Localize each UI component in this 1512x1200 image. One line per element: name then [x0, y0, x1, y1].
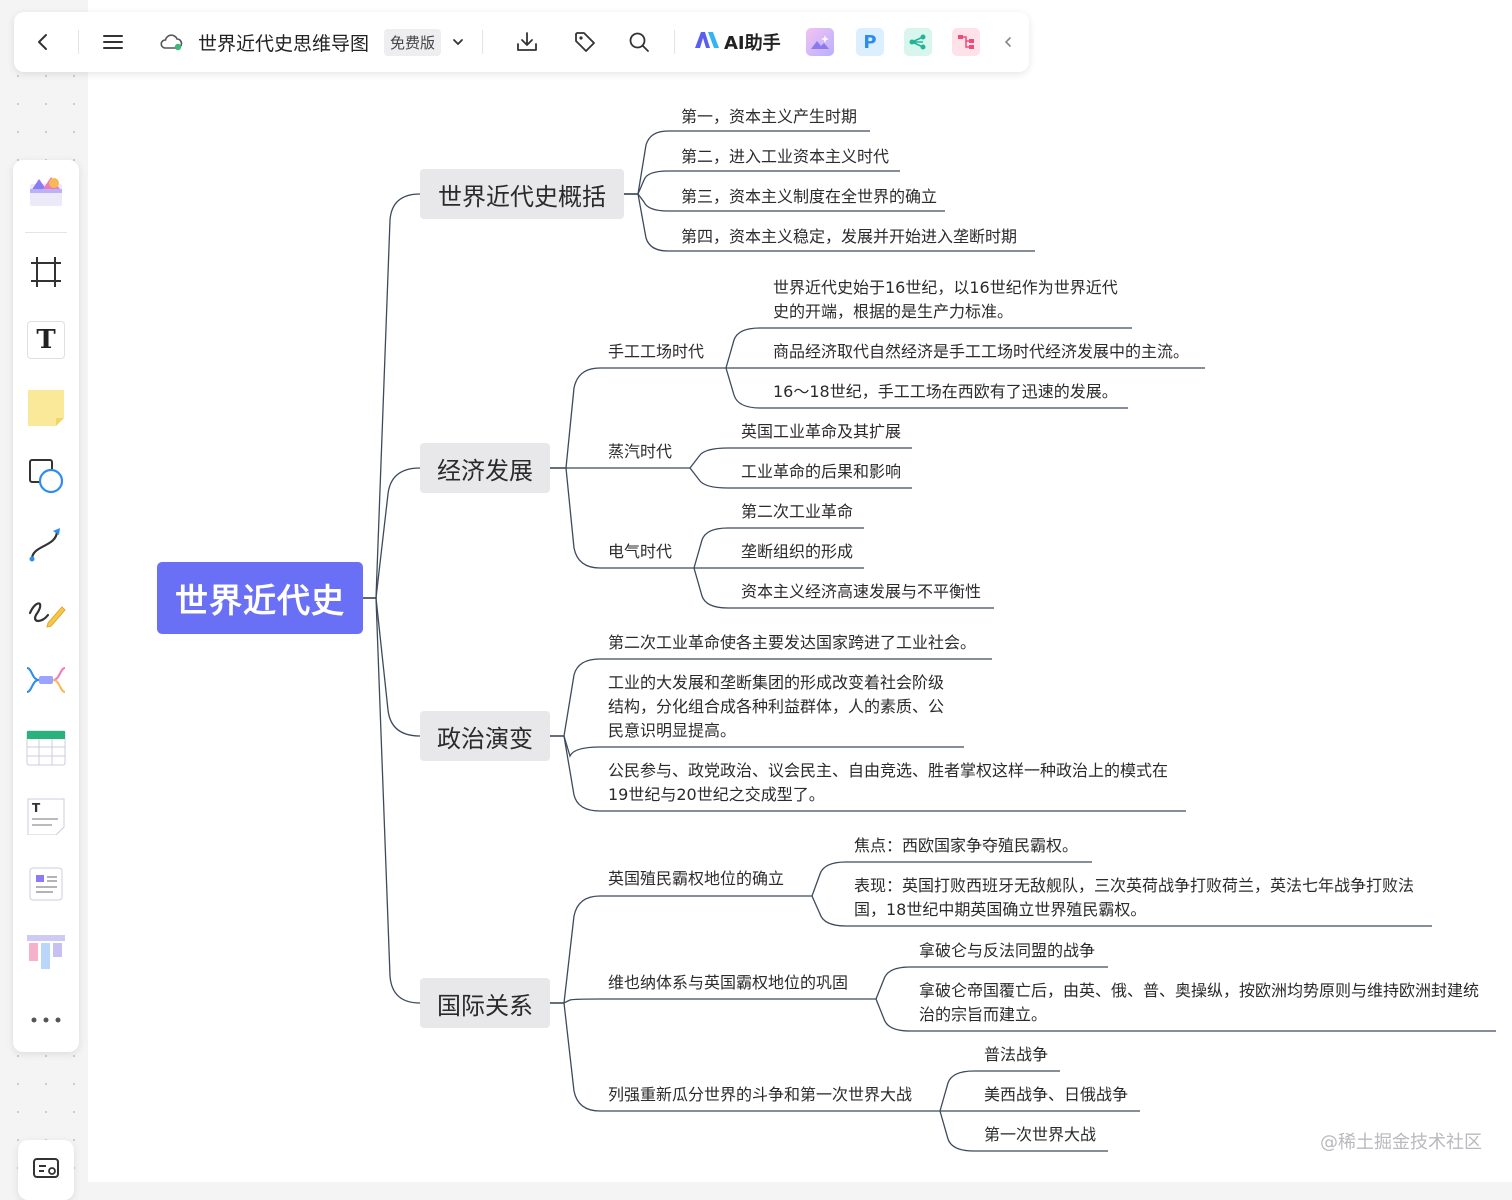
leaf-node[interactable]: 第二次工业革命: [741, 502, 854, 521]
cloud-sync-icon: [156, 12, 186, 72]
toolbar-divider: [78, 30, 79, 54]
leaf-node[interactable]: 第三，资本主义制度在全世界的确立: [681, 187, 938, 206]
branch-node-overview[interactable]: 世界近代史概括: [420, 169, 624, 219]
leaf-node[interactable]: 资本主义经济高速发展与不平衡性: [741, 582, 982, 601]
doc-card-icon[interactable]: [26, 864, 66, 904]
branch-node-economy[interactable]: 经济发展: [420, 443, 550, 493]
leaf-node[interactable]: 16～18世纪，手工工场在西欧有了迅速的发展。: [773, 382, 1118, 401]
leaf-node[interactable]: 普法战争: [984, 1045, 1049, 1064]
left-toolbar-divider: [25, 232, 67, 233]
leaf-node[interactable]: 第一次世界大战: [984, 1125, 1097, 1144]
share-tree-icon[interactable]: [904, 12, 932, 72]
ai-logo-icon: [694, 30, 720, 54]
leaf-node[interactable]: 英国工业革命及其扩展: [741, 422, 902, 441]
leaf-node[interactable]: 焦点：西欧国家争夺殖民霸权。: [854, 836, 1079, 855]
sub-node[interactable]: 电气时代: [608, 542, 673, 561]
leaf-node[interactable]: 拿破仑帝国覆亡后，由英、俄、普、奥操纵，按欧洲均势原则与维持欧洲封建统治的宗旨而…: [919, 981, 1480, 1024]
text-icon[interactable]: T: [26, 320, 66, 360]
sub-node[interactable]: 手工工场时代: [608, 342, 705, 361]
connector-icon[interactable]: [26, 524, 66, 564]
connector-root-branch-4: [363, 597, 421, 1004]
toolbar-divider: [482, 30, 483, 54]
text-card-icon[interactable]: T: [26, 796, 66, 836]
sticky-note-icon[interactable]: [26, 388, 66, 428]
minimap-icon: [32, 1156, 60, 1200]
search-icon[interactable]: [624, 12, 654, 72]
mindmap-root-node[interactable]: 世界近代史: [157, 562, 363, 634]
kanban-icon[interactable]: [26, 932, 66, 972]
branch-node-international[interactable]: 国际关系: [420, 978, 550, 1028]
top-toolbar: 世界近代史思维导图 免费版 AI助手 P: [14, 12, 1029, 72]
minimap-toggle[interactable]: [18, 1140, 74, 1200]
connector-root-branch-1: [363, 193, 421, 599]
branch-node-politics[interactable]: 政治演变: [420, 711, 550, 761]
download-icon[interactable]: [512, 12, 542, 72]
tag-icon[interactable]: [570, 12, 600, 72]
sub-node[interactable]: 蒸汽时代: [608, 442, 673, 461]
left-toolbar: T T: [13, 160, 79, 1052]
leaf-node[interactable]: 工业的大发展和垄断集团的形成改变着社会阶级结构，分化组合成各种利益群体，人的素质…: [608, 673, 945, 740]
leaf-node[interactable]: 第一，资本主义产生时期: [681, 107, 858, 126]
leaf-node[interactable]: 世界近代史始于16世纪，以16世纪作为世界近代史的开端，根据的是生产力标准。: [773, 278, 1118, 321]
sub-node[interactable]: 列强重新瓜分世界的斗争和第一次世界大战: [608, 1085, 913, 1104]
leaf-node[interactable]: 垄断组织的形成: [741, 542, 854, 561]
leaf-node[interactable]: 第四，资本主义稳定，发展并开始进入垄断时期: [681, 227, 1018, 246]
leaf-node[interactable]: 工业革命的后果和影响: [741, 462, 902, 481]
plan-badge-text: 免费版: [384, 28, 442, 56]
mindmap-icon[interactable]: [26, 660, 66, 700]
leaf-node[interactable]: 公民参与、政党政治、议会民主、自由竞选、胜者掌权这样一种政治上的模式在19世纪与…: [608, 761, 1169, 804]
ai-assistant-label: AI助手: [724, 33, 781, 54]
frame-icon[interactable]: [26, 252, 66, 292]
connector-root-branch-3: [363, 597, 421, 737]
leaf-node[interactable]: 拿破仑与反法同盟的战争: [919, 941, 1096, 960]
svg-text:T: T: [32, 801, 41, 815]
p-app-icon[interactable]: P: [856, 12, 884, 72]
toolbar-divider: [674, 30, 675, 54]
sub-node[interactable]: 维也纳体系与英国霸权地位的巩固: [608, 973, 849, 992]
back-icon[interactable]: [28, 12, 58, 72]
leaf-node[interactable]: 第二，进入工业资本主义时代: [681, 147, 890, 166]
leaf-node[interactable]: 商品经济取代自然经济是手工工场时代经济发展中的主流。: [773, 342, 1190, 361]
mindmap-app-icon[interactable]: [952, 12, 980, 72]
sub-node[interactable]: 英国殖民霸权地位的确立: [608, 869, 785, 888]
watermark: @稀土掘金技术社区: [1320, 1132, 1482, 1153]
plan-badge[interactable]: 免费版: [384, 12, 442, 72]
image-gen-icon[interactable]: [806, 12, 834, 72]
pen-icon[interactable]: [26, 592, 66, 632]
collapse-icon[interactable]: [998, 12, 1018, 72]
leaf-node[interactable]: 美西战争、日俄战争: [984, 1085, 1129, 1104]
leaf-node[interactable]: 表现：英国打败西班牙无敌舰队，三次英荷战争打败荷兰，英法七年战争打败法国，18世…: [854, 876, 1415, 919]
ai-assistant-button[interactable]: AI助手: [694, 12, 781, 72]
chevron-down-icon[interactable]: [448, 12, 468, 72]
document-title-text: 世界近代史思维导图: [198, 32, 370, 55]
more-icon[interactable]: [26, 1000, 66, 1040]
table-icon[interactable]: [26, 728, 66, 768]
shape-icon[interactable]: [26, 456, 66, 496]
menu-icon[interactable]: [98, 12, 128, 72]
template-icon[interactable]: [26, 172, 66, 212]
connector-root-branch-2: [363, 467, 421, 599]
document-title[interactable]: 世界近代史思维导图: [198, 12, 369, 72]
leaf-node[interactable]: 第二次工业革命使各主要发达国家跨进了工业社会。: [608, 633, 977, 652]
